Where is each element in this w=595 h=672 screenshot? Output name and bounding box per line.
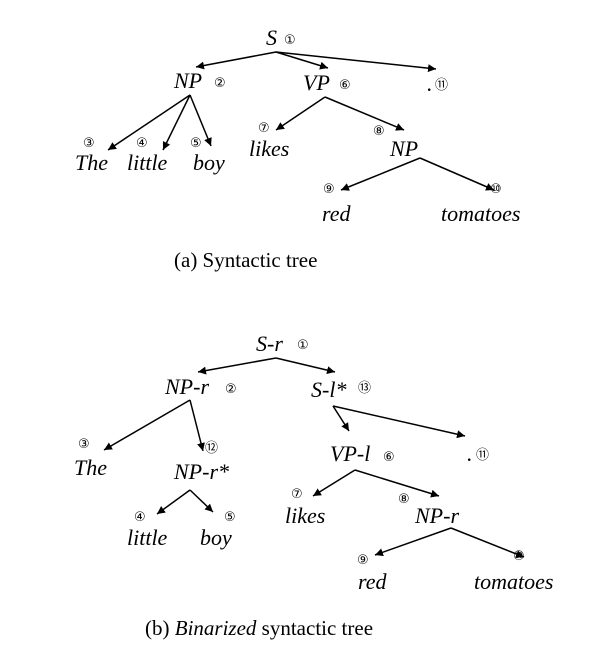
num-a-np2: ⑧ xyxy=(373,124,385,139)
edge-b-sls-period xyxy=(332,405,466,439)
caption-b-suffix: syntactic tree xyxy=(256,616,373,640)
num-b-vpl: ⑥ xyxy=(383,450,395,465)
num-b-npr: ② xyxy=(225,382,237,397)
edge-b-npr-nprs xyxy=(189,399,205,452)
node-b-the: The xyxy=(74,455,107,480)
node-b-nprs: NP-r* xyxy=(173,459,229,484)
node-b-tomatoes: tomatoes xyxy=(474,569,553,594)
node-a-likes: likes xyxy=(249,136,289,161)
node-a-period: . xyxy=(427,71,433,96)
edge-b-sr-npr xyxy=(197,357,277,375)
num-b-red: ⑨ xyxy=(357,553,369,568)
num-a-red: ⑨ xyxy=(323,182,335,197)
num-a-boy: ⑤ xyxy=(190,136,202,151)
tree-a: S ① NP ② VP ⑥ . ⑪ ③ The ④ little ⑤ boy ⑦… xyxy=(75,25,520,272)
num-b-sls: ⑬ xyxy=(358,381,371,396)
edge-a-np-the xyxy=(107,94,191,151)
edge-a-np-boy xyxy=(189,94,212,147)
node-b-sls: S-l* xyxy=(311,377,346,402)
node-a-np2: NP xyxy=(389,136,418,161)
num-b-sr: ① xyxy=(297,338,309,353)
num-a-likes: ⑦ xyxy=(258,121,270,136)
edge-b-vpl-likes xyxy=(312,469,356,497)
caption-a: (a) Syntactic tree xyxy=(174,248,317,272)
num-a-tomatoes: ⑩ xyxy=(490,182,502,197)
node-b-boy: boy xyxy=(200,525,232,550)
edge-a-np-tomatoes xyxy=(419,157,495,191)
num-b-nprs: ⑫ xyxy=(205,441,218,456)
edge-b-vpl-npr2 xyxy=(354,469,440,498)
edge-b-npr2-red xyxy=(374,527,452,557)
node-a-vp: VP xyxy=(303,70,330,95)
node-a-boy: boy xyxy=(193,150,225,175)
num-b-the: ③ xyxy=(78,437,90,452)
node-b-vpl: VP-l xyxy=(330,441,370,466)
edge-a-s-vp xyxy=(275,51,329,70)
node-b-little: little xyxy=(127,525,168,550)
num-a-vp: ⑥ xyxy=(339,78,351,93)
caption-b-italic: Binarized xyxy=(175,616,257,640)
node-b-npr2: NP-r xyxy=(414,503,459,528)
num-b-boy: ⑤ xyxy=(224,510,236,525)
node-a-np: NP xyxy=(173,68,202,93)
num-a-np: ② xyxy=(214,76,226,91)
edge-a-np-little xyxy=(162,94,191,151)
edge-b-npr-the xyxy=(103,399,191,451)
node-b-red: red xyxy=(358,569,388,594)
node-a-little: little xyxy=(127,150,168,175)
num-a-little: ④ xyxy=(136,136,148,151)
edge-b-nprs-little xyxy=(156,489,191,515)
num-a-the: ③ xyxy=(83,136,95,151)
node-b-period: . xyxy=(467,441,473,466)
edge-a-np-red xyxy=(340,157,421,191)
edge-a-s-np xyxy=(195,51,277,70)
num-b-little: ④ xyxy=(134,510,146,525)
edge-b-sls-vpl xyxy=(332,405,350,432)
edge-a-vp-np xyxy=(324,96,405,131)
edge-a-vp-likes xyxy=(275,96,326,131)
caption-b: (b) Binarized syntactic tree xyxy=(145,616,373,640)
num-b-period: ⑪ xyxy=(476,448,489,463)
num-a-s: ① xyxy=(284,33,296,48)
edge-b-sr-sls xyxy=(275,357,336,375)
num-b-npr2: ⑧ xyxy=(398,492,410,507)
num-b-tomatoes: ⑩ xyxy=(513,549,525,564)
node-b-likes: likes xyxy=(285,503,325,528)
caption-b-prefix: (b) xyxy=(145,616,175,640)
num-a-period: ⑪ xyxy=(435,78,448,93)
edge-a-s-period xyxy=(275,51,437,73)
node-a-red: red xyxy=(322,201,352,226)
node-a-s: S xyxy=(266,25,277,50)
tree-b: S-r ① NP-r ② S-l* ⑬ ③ The ⑫ NP-r* ④ litt… xyxy=(74,331,553,640)
edge-b-nprs-boy xyxy=(189,489,214,513)
node-b-sr: S-r xyxy=(256,331,283,356)
edge-b-npr2-tomatoes xyxy=(450,527,525,558)
node-a-tomatoes: tomatoes xyxy=(441,201,520,226)
num-b-likes: ⑦ xyxy=(291,487,303,502)
node-b-npr: NP-r xyxy=(164,374,209,399)
node-a-the: The xyxy=(75,150,108,175)
